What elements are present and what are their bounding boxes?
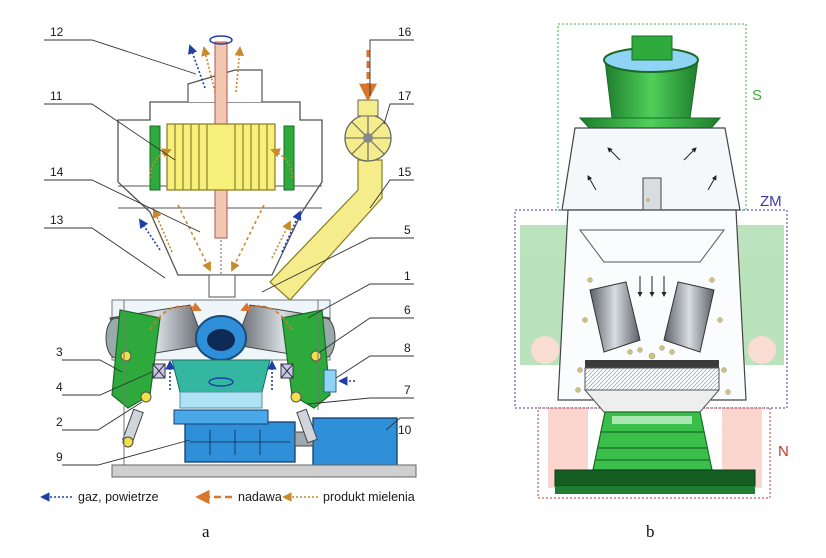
label-5: 5 bbox=[404, 223, 411, 237]
label-9: 9 bbox=[56, 450, 63, 464]
classifier-rotor bbox=[166, 123, 276, 191]
zone-label-drive: N bbox=[778, 443, 789, 460]
legend-product-label: produkt mielenia bbox=[323, 490, 415, 504]
mill-cutaway-b: S ZM N b bbox=[514, 23, 789, 541]
label-4: 4 bbox=[56, 380, 63, 394]
roller-b-right bbox=[663, 281, 715, 353]
label-1: 1 bbox=[404, 269, 411, 283]
label-12: 12 bbox=[50, 25, 64, 39]
feed-tube bbox=[208, 274, 236, 298]
label-2: 2 bbox=[56, 415, 63, 429]
label-7: 7 bbox=[404, 383, 411, 397]
gas-inlet-port bbox=[323, 369, 337, 393]
label-16: 16 bbox=[398, 25, 412, 39]
grinding-chamber bbox=[557, 209, 747, 401]
roller-b-left bbox=[589, 281, 641, 353]
label-17: 17 bbox=[398, 89, 412, 103]
guide-vane-left bbox=[149, 125, 161, 191]
drive-motor bbox=[312, 417, 398, 469]
hydraulic-cylinder-right bbox=[296, 408, 318, 444]
label-10: 10 bbox=[398, 423, 412, 437]
flow-legend: gaz, powietrze nadawa produkt mielenia bbox=[40, 489, 415, 505]
label-14: 14 bbox=[50, 165, 64, 179]
label-15: 15 bbox=[398, 165, 412, 179]
shaft-rotation-icon bbox=[209, 35, 233, 45]
grinding-table-b bbox=[585, 360, 719, 368]
table-rotation-icon bbox=[208, 377, 234, 387]
label-3: 3 bbox=[56, 345, 63, 359]
legend-feed-label: nadawa bbox=[238, 490, 282, 504]
guide-vane-right bbox=[283, 125, 295, 191]
drive-base-b bbox=[554, 469, 756, 487]
label-11: 11 bbox=[50, 89, 63, 103]
label-13: 13 bbox=[50, 213, 64, 227]
zone-label-separator: S bbox=[752, 87, 762, 104]
foundation-base bbox=[111, 464, 417, 478]
grinding-table bbox=[171, 359, 271, 393]
caption-a: a bbox=[202, 522, 210, 541]
rocker-arm-right bbox=[281, 309, 331, 409]
label-8: 8 bbox=[404, 341, 411, 355]
caption-b: b bbox=[646, 522, 655, 541]
mill-schematic-a: 12 11 14 13 3 4 2 9 16 17 15 5 1 6 8 7 1… bbox=[40, 25, 417, 541]
rocker-arm-left bbox=[111, 309, 161, 409]
legend-gas-label: gaz, powietrze bbox=[78, 490, 159, 504]
zone-label-grinding: ZM bbox=[760, 193, 782, 210]
label-6: 6 bbox=[404, 303, 411, 317]
hydraulic-cylinder-left bbox=[122, 408, 144, 448]
